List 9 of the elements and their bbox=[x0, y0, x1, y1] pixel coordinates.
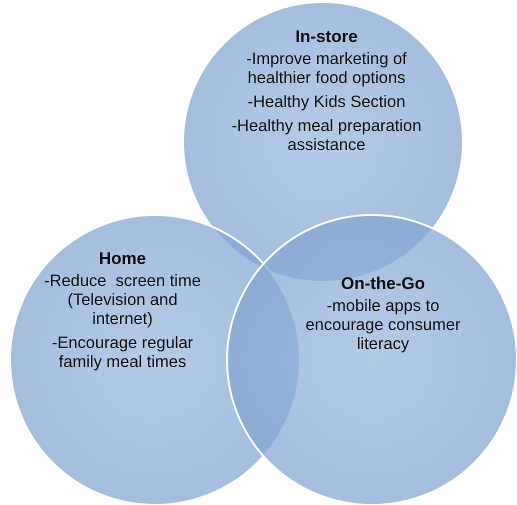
circle-heading: On-the-Go bbox=[340, 274, 426, 293]
bullet-text: -Healthy Kids Section bbox=[246, 93, 406, 112]
circle-heading: In-store bbox=[294, 27, 359, 46]
bullet-text: -Healthy meal preparation assistance bbox=[230, 117, 422, 155]
bullet-text: -mobile apps to encourage consumer literacy bbox=[304, 297, 462, 354]
bullet-text: -Improve marketing of healthier food options bbox=[245, 50, 408, 88]
circle-heading: Home bbox=[98, 249, 148, 268]
bullet-text: -Reduce screen time (Television and internet) bbox=[43, 272, 202, 329]
bullet-text: -Encourage regular family meal times bbox=[50, 334, 194, 372]
